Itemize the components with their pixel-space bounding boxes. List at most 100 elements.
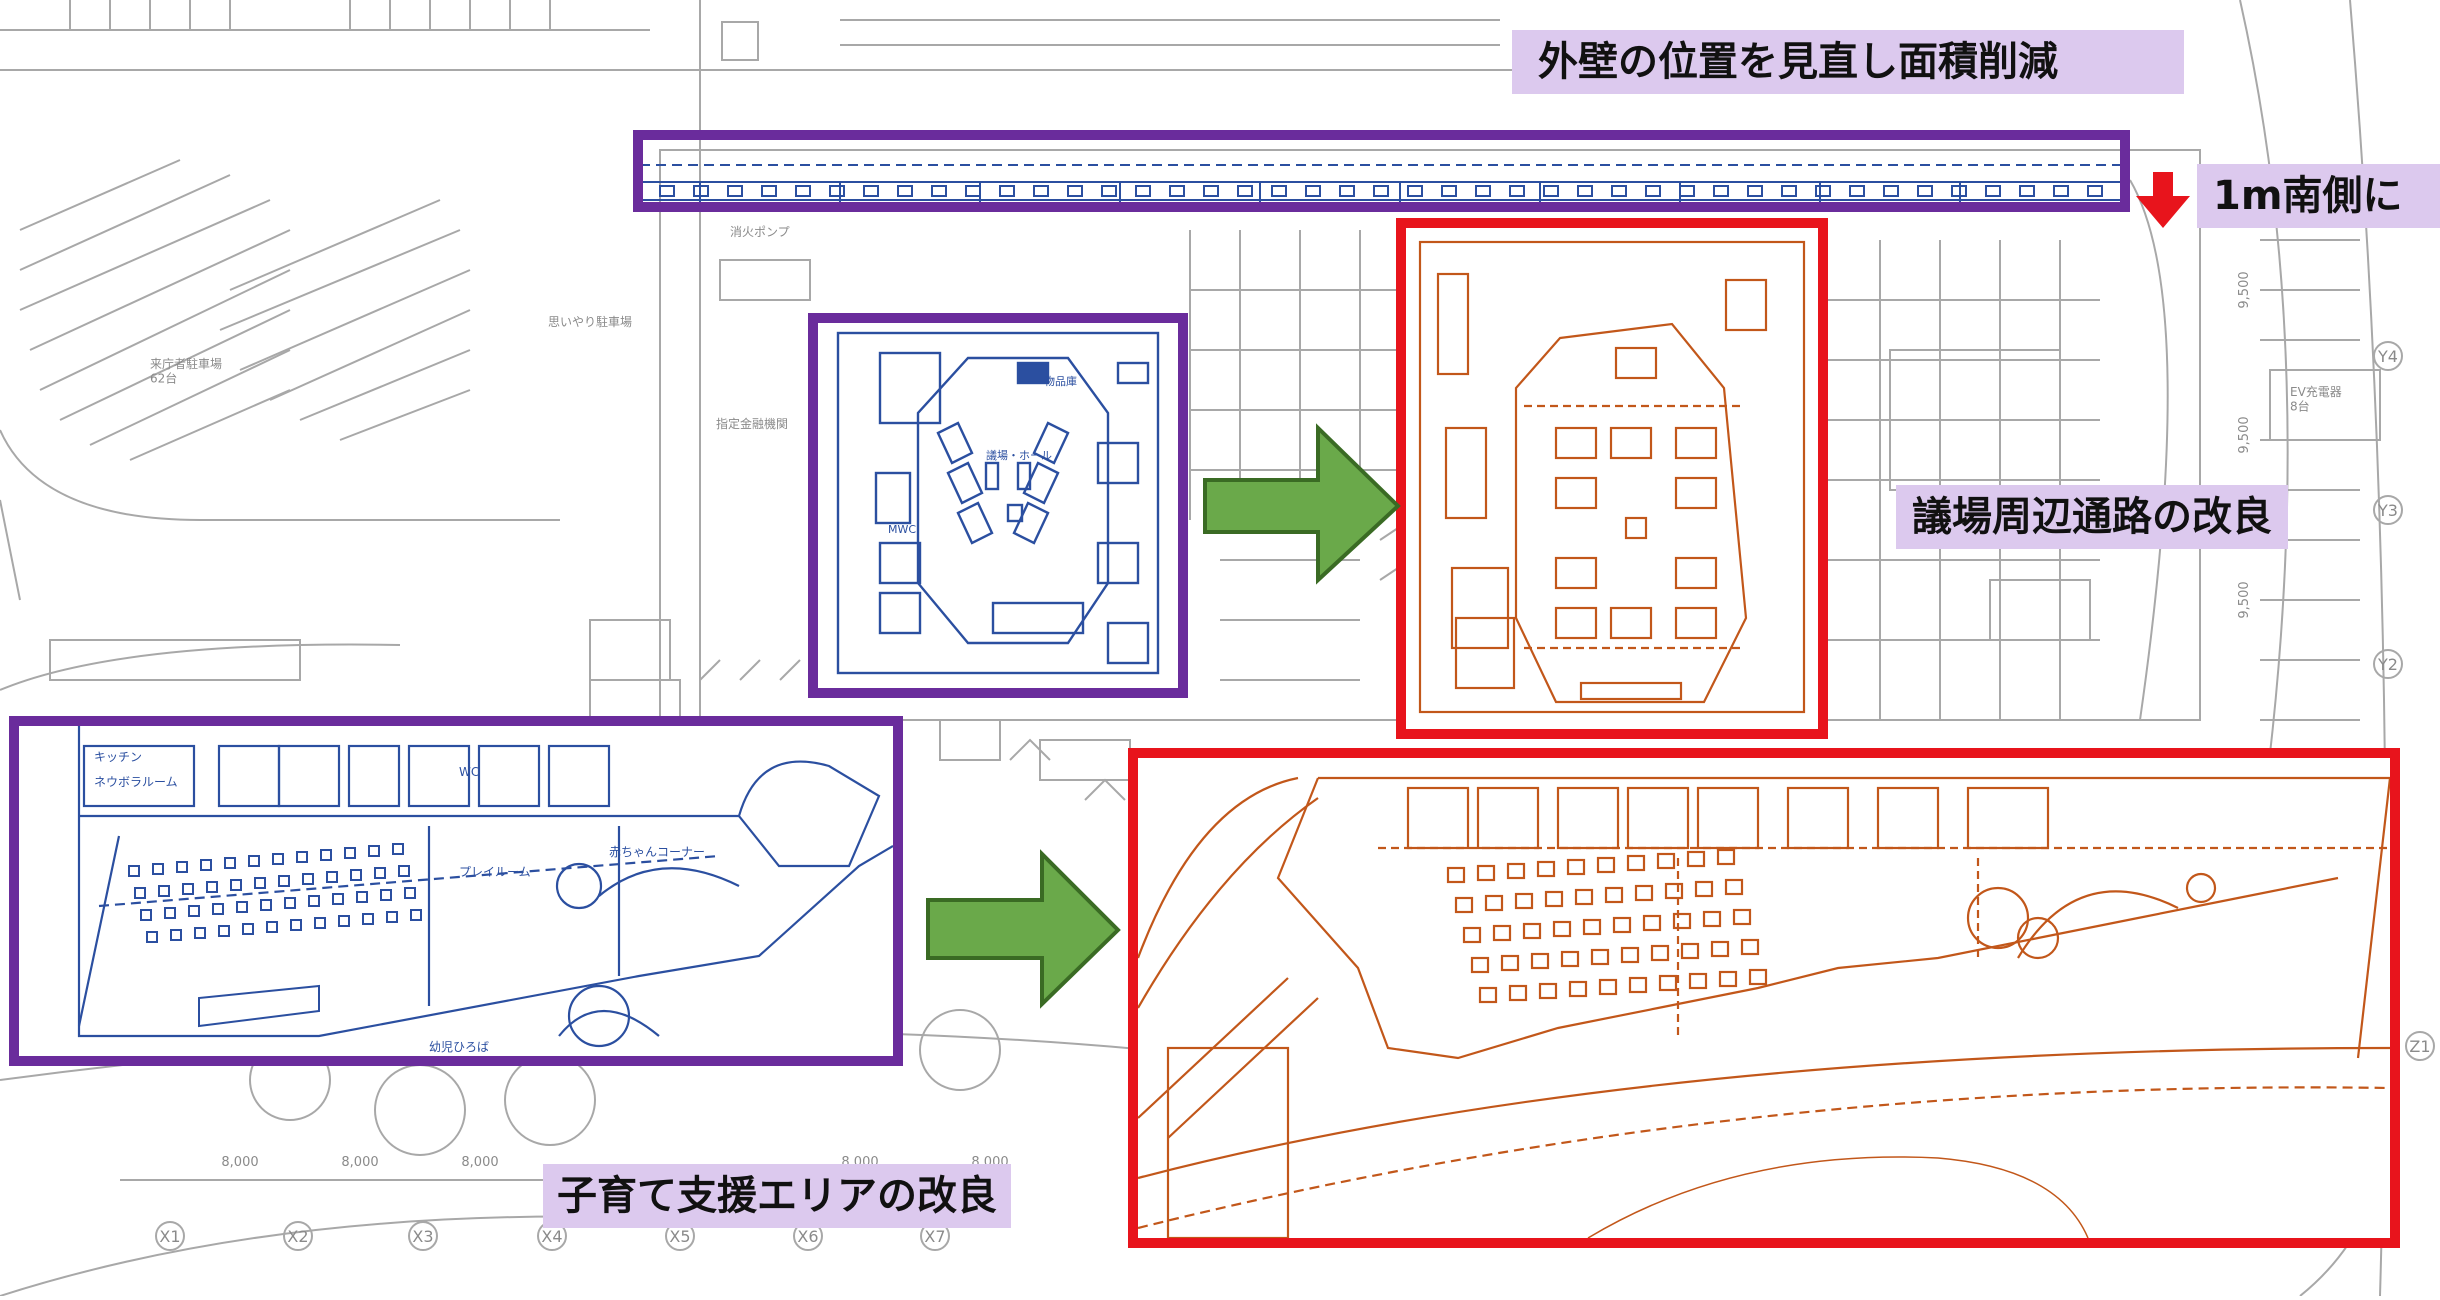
chair — [146, 931, 158, 943]
strip-fixture — [1611, 185, 1627, 197]
chair — [266, 921, 278, 933]
grid-label-y: Y4 — [2377, 347, 2398, 366]
strip-fixture — [1815, 185, 1831, 197]
seat — [1628, 976, 1648, 994]
seat — [1560, 950, 1580, 968]
strip-fixture — [1237, 185, 1253, 197]
label-storage: 物品庫 — [1044, 374, 1077, 388]
strip-fixture — [761, 185, 777, 197]
strip-fixture — [1883, 185, 1899, 197]
chair — [278, 875, 290, 887]
seat — [1716, 848, 1736, 866]
chair — [296, 851, 308, 863]
grid-label-y: Z1 — [2409, 1037, 2430, 1056]
strip-fixture — [1169, 185, 1185, 197]
chair — [362, 913, 374, 925]
chair — [290, 919, 302, 931]
seat — [1590, 948, 1610, 966]
label-assembly-corridor: 議場周辺通路の改良 — [1896, 485, 2288, 549]
strip-fixture — [1577, 185, 1593, 197]
chair — [236, 901, 248, 913]
chair — [212, 903, 224, 915]
strip-fixture — [659, 185, 675, 197]
seat — [1650, 944, 1670, 962]
chair — [404, 887, 416, 899]
label-childcare-area: 子育て支援エリアの改良 — [543, 1164, 1011, 1228]
seat — [1724, 878, 1744, 896]
chair — [386, 911, 398, 923]
chair — [164, 907, 176, 919]
strip-fixture — [2019, 185, 2035, 197]
seat — [1680, 942, 1700, 960]
chair — [410, 909, 422, 921]
assembly-desk — [1674, 476, 1718, 510]
assembly-desk — [1554, 426, 1598, 460]
assembly-desk — [1609, 606, 1653, 640]
strip-fixture — [1101, 185, 1117, 197]
grid-label-x: X5 — [669, 1227, 690, 1246]
chair — [380, 889, 392, 901]
strip-fixture — [829, 185, 845, 197]
chair — [224, 857, 236, 869]
chair — [308, 895, 320, 907]
seat — [1664, 882, 1684, 900]
strip-fixture — [1849, 185, 1865, 197]
seat — [1566, 858, 1586, 876]
label-assembly-hall: 議場・ホール — [986, 448, 1052, 462]
assembly-desk — [1674, 426, 1718, 460]
grid-label-x: X7 — [924, 1227, 945, 1246]
chair — [272, 853, 284, 865]
seat — [1658, 974, 1678, 992]
strip-fixture — [1645, 185, 1661, 197]
seat — [1694, 880, 1714, 898]
seat — [1596, 856, 1616, 874]
chair — [368, 845, 380, 857]
seat — [1492, 924, 1512, 942]
red-down-arrow — [2136, 172, 2190, 228]
seat — [1732, 908, 1752, 926]
strip-fixture — [1441, 185, 1457, 197]
chair — [344, 847, 356, 859]
chair — [356, 891, 368, 903]
seat — [1536, 860, 1556, 878]
seat — [1544, 890, 1564, 908]
chair — [398, 865, 410, 877]
strip-fixture — [727, 185, 743, 197]
strip-fixture — [1373, 185, 1389, 197]
chair — [152, 863, 164, 875]
strip-fixture — [863, 185, 879, 197]
strip-fixture — [931, 185, 947, 197]
seat — [1598, 978, 1618, 996]
seat — [1508, 984, 1528, 1002]
chair — [176, 861, 188, 873]
dimension-label: 8,000 — [221, 1155, 258, 1170]
strip-fixture — [1917, 185, 1933, 197]
strip-fixture — [1135, 185, 1151, 197]
chair — [218, 925, 230, 937]
chair — [374, 867, 386, 879]
assembly-desk — [1674, 606, 1718, 640]
green-arrow-assembly — [1203, 423, 1401, 585]
strip-fixture — [897, 185, 913, 197]
label-shift-south: 1m南側に — [2197, 164, 2440, 228]
chair — [134, 887, 146, 899]
seat — [1506, 862, 1526, 880]
chair — [230, 879, 242, 891]
strip-fixture — [1985, 185, 2001, 197]
seat — [1462, 926, 1482, 944]
label-network-room: ネウボラルーム — [94, 775, 178, 789]
chair — [392, 843, 404, 855]
label-play-room: プレイルーム — [459, 865, 531, 879]
grid-label-y: Y2 — [2377, 655, 2398, 674]
dimension-label-vertical: 9,500 — [2237, 581, 2252, 618]
seat — [1702, 910, 1722, 928]
chair — [332, 893, 344, 905]
before-assembly-plan: 議場・ホール 物品庫 MWC — [836, 331, 1160, 675]
label-mwc: MWC — [888, 523, 916, 536]
